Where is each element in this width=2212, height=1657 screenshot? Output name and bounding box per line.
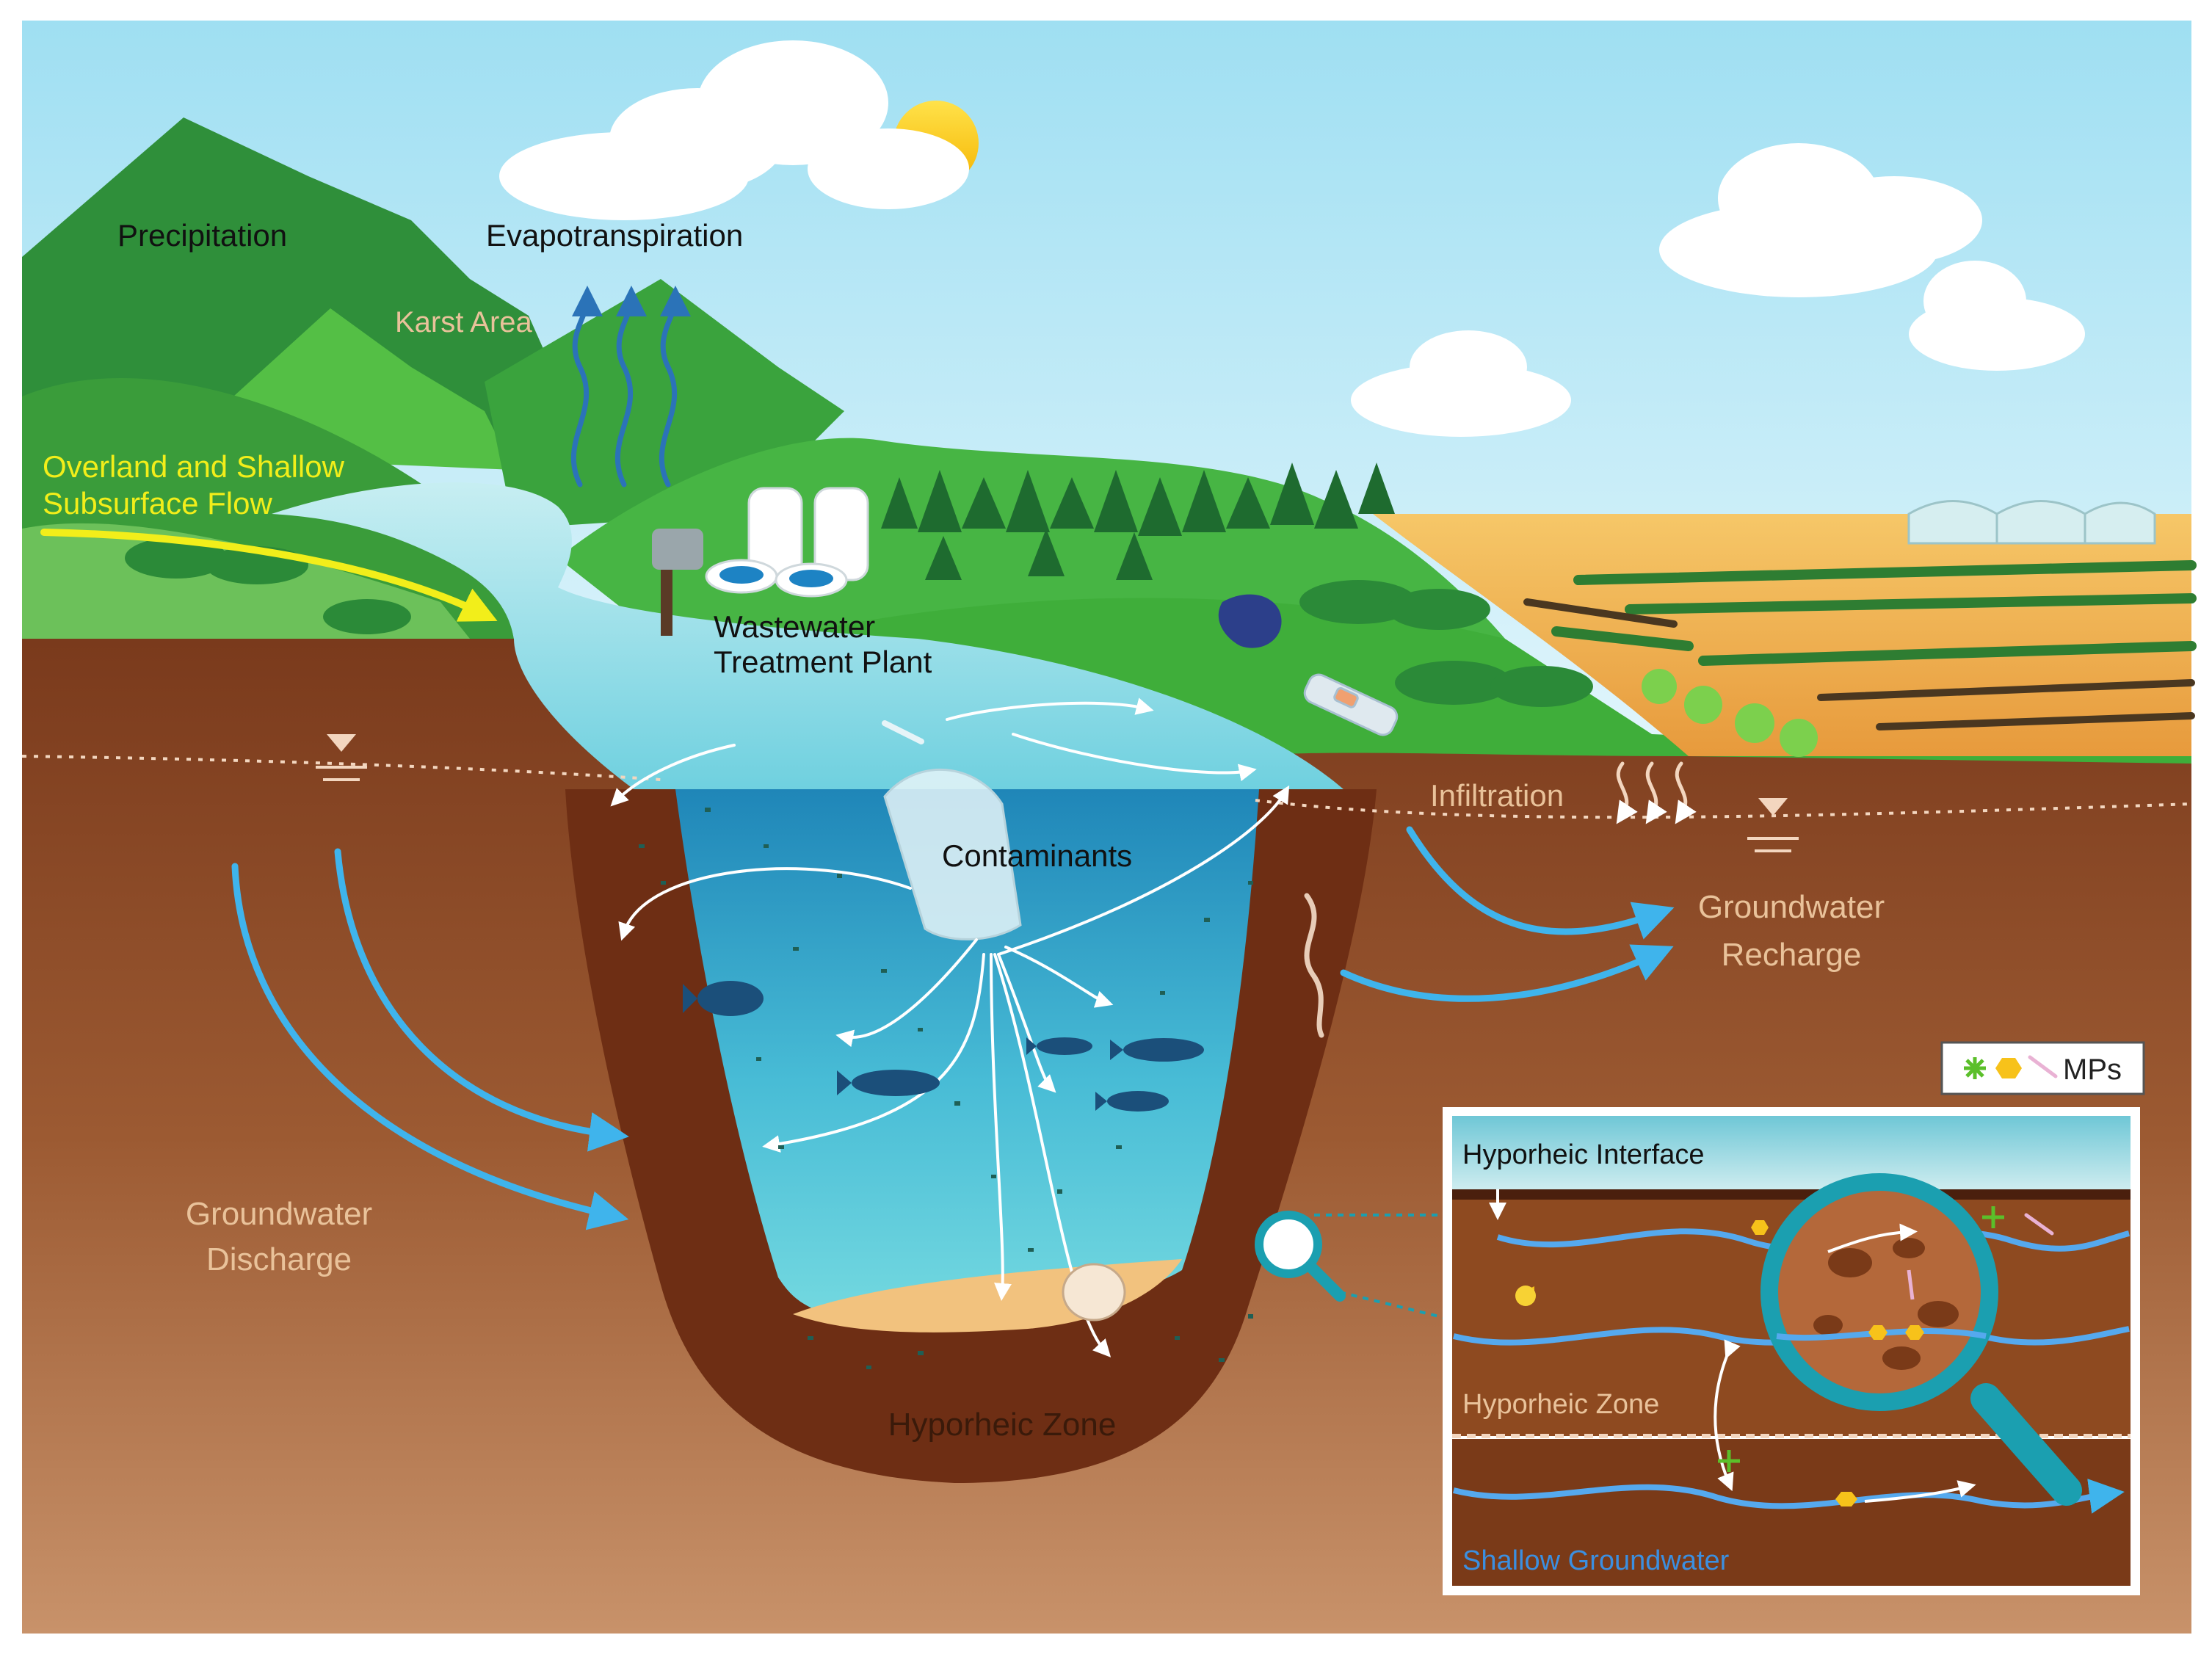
inset-panel [1443, 1107, 2140, 1595]
label-recharge-line2: Recharge [1722, 937, 1862, 973]
worm-icon [1304, 893, 1324, 1038]
label-infiltration: Infiltration [1430, 778, 1564, 813]
legend-fiber-line-icon [2028, 1055, 2058, 1078]
inset-particles [1515, 1206, 2054, 1506]
groundwater-recharge-arrows [1340, 826, 1675, 1002]
microplastic-particles [639, 808, 1253, 1369]
legend-label: MPs [2063, 1054, 2122, 1086]
water-table-symbol-left [316, 734, 367, 781]
label-precipitation: Precipitation [117, 218, 287, 253]
label-karst-area: Karst Area [395, 306, 533, 338]
cabbage-icons [1642, 669, 1818, 757]
magnifier-icon-small [1255, 1211, 1346, 1302]
legend-fragment-hexagon-icon [1995, 1058, 2022, 1078]
legend: MPs [1940, 1041, 2145, 1095]
contaminant-flow-arrows [610, 697, 1290, 1357]
infiltration-arrows [1616, 761, 1697, 824]
label-discharge-line2: Discharge [206, 1241, 352, 1277]
round-tree-icons [125, 537, 1593, 707]
crop-rows-dark [1523, 598, 2195, 730]
crop-rows [1551, 560, 2197, 666]
water-table-symbol-right [1747, 798, 1799, 852]
greenhouse-icon [1907, 500, 2156, 545]
label-wastewater-line2: Treatment Plant [714, 645, 932, 679]
plastic-cup-icon [882, 720, 1022, 940]
inset-label-zone: Hyporheic Zone [1462, 1389, 1659, 1420]
cloud-icon-right [1351, 143, 2085, 437]
plastic-bottle-icon [1303, 673, 1399, 736]
shell-icon [1062, 1263, 1126, 1321]
evapotranspiration-arrows [570, 286, 691, 487]
trench-water [675, 789, 1259, 1321]
groundwater-discharge-arrows [231, 848, 629, 1230]
tree-icons [881, 463, 1395, 580]
inset-label-shallow: Shallow Groundwater [1462, 1545, 1730, 1576]
label-evapotranspiration: Evapotranspiration [486, 218, 743, 253]
label-wastewater-line1: Wastewater [714, 609, 875, 644]
overland-flow-arrow [40, 529, 498, 622]
legend-fiber-star-icon [1964, 1057, 1986, 1079]
label-contaminants: Contaminants [942, 838, 1132, 873]
mountain-left [22, 117, 558, 455]
inset-exchange-arrow [1714, 1339, 1741, 1492]
wastewater-plant-icon [652, 487, 869, 636]
fish-icons [683, 981, 1204, 1112]
label-overland-flow-line1: Overland and Shallow [43, 449, 345, 484]
label-overland-flow-line2: Subsurface Flow [43, 486, 272, 521]
magnifier-icon [1760, 1173, 2082, 1506]
label-discharge-line1: Groundwater [186, 1196, 372, 1232]
water-table-line [21, 755, 2192, 819]
plastic-bag-icon [1218, 594, 1282, 648]
inset-label-interface: Hyporheic Interface [1462, 1139, 1705, 1170]
label-recharge-line1: Groundwater [1698, 889, 1885, 925]
cloud-icon [499, 40, 969, 220]
label-hyporheic-zone: Hyporheic Zone [888, 1407, 1117, 1443]
river [272, 482, 1343, 793]
